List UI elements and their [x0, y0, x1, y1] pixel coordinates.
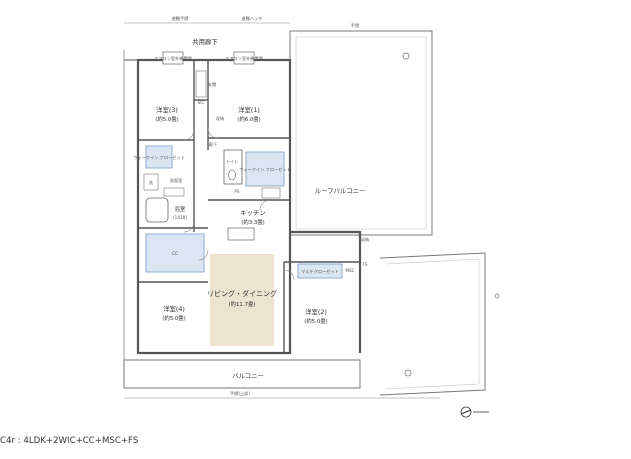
storage-tag-1: 収納 — [216, 115, 224, 122]
corridor-label: 廊下 — [209, 141, 217, 148]
living-dining-area — [210, 254, 274, 346]
wic-left-box — [145, 145, 173, 169]
top-label-edge: 手摺 — [351, 22, 359, 29]
toilet-room — [223, 149, 243, 185]
shoe-cabinet — [195, 70, 207, 98]
closet-room-4-label: CC — [172, 251, 178, 256]
multi-closet — [297, 263, 343, 279]
kitchen-counter — [227, 227, 255, 241]
roof-balcony-inner — [295, 36, 427, 230]
top-label-right: 避難ハッチ — [242, 15, 263, 22]
bath-size: (1418) — [173, 215, 187, 220]
roof-balcony-outline — [289, 30, 433, 236]
room-2-size: (約5.0畳) — [304, 317, 328, 325]
balcony-fixture-icon — [494, 293, 500, 299]
kitchen-name: キッチン — [240, 209, 266, 217]
msc-tag: MSC — [345, 268, 354, 273]
room-2-name: 洋室(2) — [305, 307, 327, 316]
bottom-railing-label: 手摺(上部) — [230, 390, 250, 397]
ac-shelf-right-label: エアコン室外機置場 — [225, 55, 264, 62]
toilet-label: トイレ — [226, 159, 239, 164]
plan-type-caption: C4r : 4LDK+2WIC+CC+MSC+FS — [0, 436, 139, 446]
multi-closet-label: マルチクローゼット — [301, 268, 339, 275]
compass-needle — [460, 409, 472, 415]
common-corridor-label: 共用廊下 — [192, 37, 218, 46]
room-4-name: 洋室(4) — [163, 304, 185, 313]
roof-balcony-label: ルーフバルコニー — [315, 187, 366, 195]
storage-tag-2: 収納 — [361, 236, 369, 243]
compass-icon — [460, 406, 472, 418]
outer-wall-main — [136, 58, 292, 355]
wic-left-label: ウォークイン クローゼット — [133, 154, 185, 161]
balcony-label: バルコニー — [232, 372, 264, 380]
room-1-size: (約6.0畳) — [237, 115, 261, 123]
lower-right-balcony-outline — [379, 252, 486, 396]
laundry-label: 洗 — [149, 179, 154, 186]
ld-name: リビング・ダイニング — [207, 289, 277, 298]
outer-wall-east — [290, 230, 362, 353]
wic-right-box — [245, 151, 285, 187]
balcony-drain-icon — [404, 369, 412, 377]
entrance-label: 玄関 — [208, 81, 216, 88]
wash-label: 洗面室 — [170, 177, 183, 184]
south-balcony-outline — [123, 359, 361, 389]
toilet-icon — [228, 169, 236, 181]
kitchen-size: (約3.3畳) — [241, 218, 265, 226]
vanity — [163, 187, 185, 197]
top-label-left: 避難手摺 — [172, 15, 189, 22]
ac-shelf-left — [162, 51, 184, 65]
door-swings — [183, 127, 295, 281]
fs-tag: FS — [363, 262, 368, 267]
wic-right-label: ウォークイン クローゼット — [239, 166, 291, 173]
room-4-size: (約5.0畳) — [162, 314, 186, 322]
ld-size: (約11.7畳) — [229, 300, 256, 308]
interior-walls — [138, 60, 360, 353]
lower-right-balcony-inner — [385, 258, 480, 390]
ps-tag: PS — [234, 189, 240, 194]
room-1-name: 洋室(1) — [238, 105, 260, 114]
bathtub — [145, 197, 169, 223]
room-3-size: (約5.0畳) — [155, 115, 179, 123]
room-3-name: 洋室(3) — [156, 105, 178, 114]
ac-shelf-left-label: エアコン室外機置場 — [154, 55, 193, 62]
sic-tag: SIC — [198, 100, 205, 105]
laundry-pan — [143, 173, 159, 191]
ac-shelf-right — [233, 51, 255, 65]
fridge-space — [261, 187, 281, 199]
roof-drain-icon — [402, 52, 410, 60]
closet-room-4 — [145, 233, 205, 273]
bath-name: 浴室 — [175, 205, 186, 213]
